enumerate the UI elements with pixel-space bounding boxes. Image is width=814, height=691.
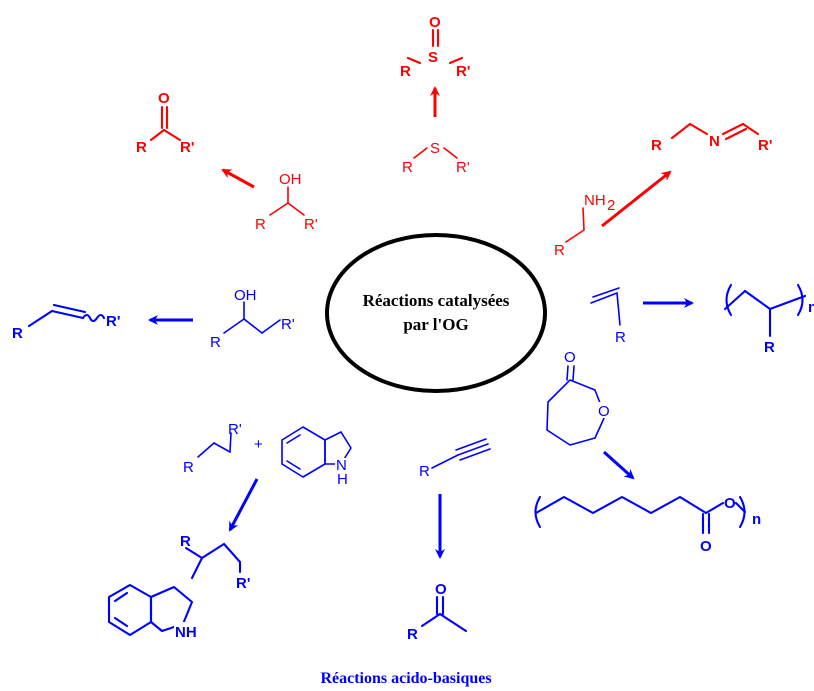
- ketone-r: R: [136, 139, 147, 156]
- indole-reactant-n: N: [336, 457, 347, 474]
- alcohol-dehydration-reactant: OH R R': [210, 287, 295, 351]
- pcl-n: n: [752, 511, 761, 528]
- sulfide-s: S: [430, 140, 440, 157]
- alcohol-oh: OH: [279, 171, 302, 188]
- center-title-line2: par l'OG: [403, 315, 468, 334]
- lactone-ring-o: O: [598, 403, 610, 420]
- polyvinyl-product: R n: [723, 283, 814, 356]
- sulfoxide-o: O: [429, 14, 441, 31]
- ketone-rp: R': [180, 139, 194, 156]
- alkyl-rp: R': [228, 421, 242, 438]
- product-rp: R': [236, 575, 250, 592]
- imine-rp: R': [758, 137, 772, 154]
- imine-product: R N R': [651, 122, 772, 154]
- indole-reactant-h: H: [337, 471, 348, 488]
- amine-nh: NH: [584, 192, 606, 209]
- sulfide-r: R: [402, 159, 413, 176]
- vinyl-r: R: [615, 329, 626, 346]
- methyl-ketone-r: R: [407, 626, 418, 643]
- alkene-rp: R': [106, 313, 120, 330]
- sulfoxide-r: R: [400, 63, 411, 80]
- amine-subscript: 2: [607, 197, 615, 214]
- ketone-product: O R R': [136, 90, 194, 156]
- vinyl-monomer: R: [590, 287, 626, 346]
- secondary-alcohol-reactant: OH R R': [255, 171, 318, 233]
- product-r: R: [180, 533, 191, 550]
- methyl-ketone-product: O R: [407, 581, 468, 643]
- product-nh: NH: [175, 624, 197, 641]
- arrow-indole-alkylation: [228, 478, 259, 532]
- arrow-amine-coupling: [601, 170, 672, 228]
- imine-n: N: [709, 133, 720, 150]
- amine-reactant: NH 2 R: [554, 192, 615, 259]
- imine-r: R: [651, 137, 662, 154]
- alkylated-indole-product: R R' NH: [107, 533, 250, 641]
- alkene-product: R R': [12, 303, 120, 342]
- dehydration-rp: R': [281, 316, 295, 333]
- polyvinyl-r: R: [764, 339, 775, 356]
- arrow-alcohol-oxidation: [221, 168, 255, 189]
- center-node: Réactions catalysées par l'OG: [325, 233, 547, 393]
- amine-r: R: [554, 242, 565, 259]
- dehydration-oh: OH: [234, 287, 257, 304]
- alkyne-reactant: R: [419, 438, 491, 480]
- alcohol-r: R: [255, 216, 266, 233]
- ketone-o: O: [158, 90, 170, 107]
- polycaprolactone-product: O O n: [534, 495, 761, 555]
- alkene-r: R: [12, 325, 23, 342]
- alkyne-r: R: [419, 463, 430, 480]
- caprolactone-monomer: O O: [546, 349, 612, 446]
- pcl-carbonyl-o: O: [700, 538, 712, 555]
- center-title-line1: Réactions catalysées: [363, 291, 510, 310]
- dehydration-r: R: [210, 334, 221, 351]
- alkylation-reactants: R R' + N H: [183, 421, 352, 488]
- sulfoxide-s: S: [428, 49, 438, 66]
- sulfoxide-product: O S R R': [400, 14, 470, 80]
- alcohol-rp: R': [304, 216, 318, 233]
- sulfide-rp: R': [456, 159, 470, 176]
- plus-sign: +: [254, 436, 263, 453]
- polyvinyl-n: n: [808, 299, 814, 316]
- arrow-ring-opening: [602, 450, 635, 480]
- sulfide-reactant: S R R': [402, 140, 470, 176]
- lactone-carbonyl-o: O: [564, 349, 576, 366]
- methyl-ketone-o: O: [435, 581, 447, 598]
- sulfoxide-rp: R': [456, 63, 470, 80]
- alkyl-r: R: [183, 459, 194, 476]
- pcl-ester-o: O: [724, 495, 736, 512]
- footer-title: Réactions acido-basiques: [320, 670, 491, 687]
